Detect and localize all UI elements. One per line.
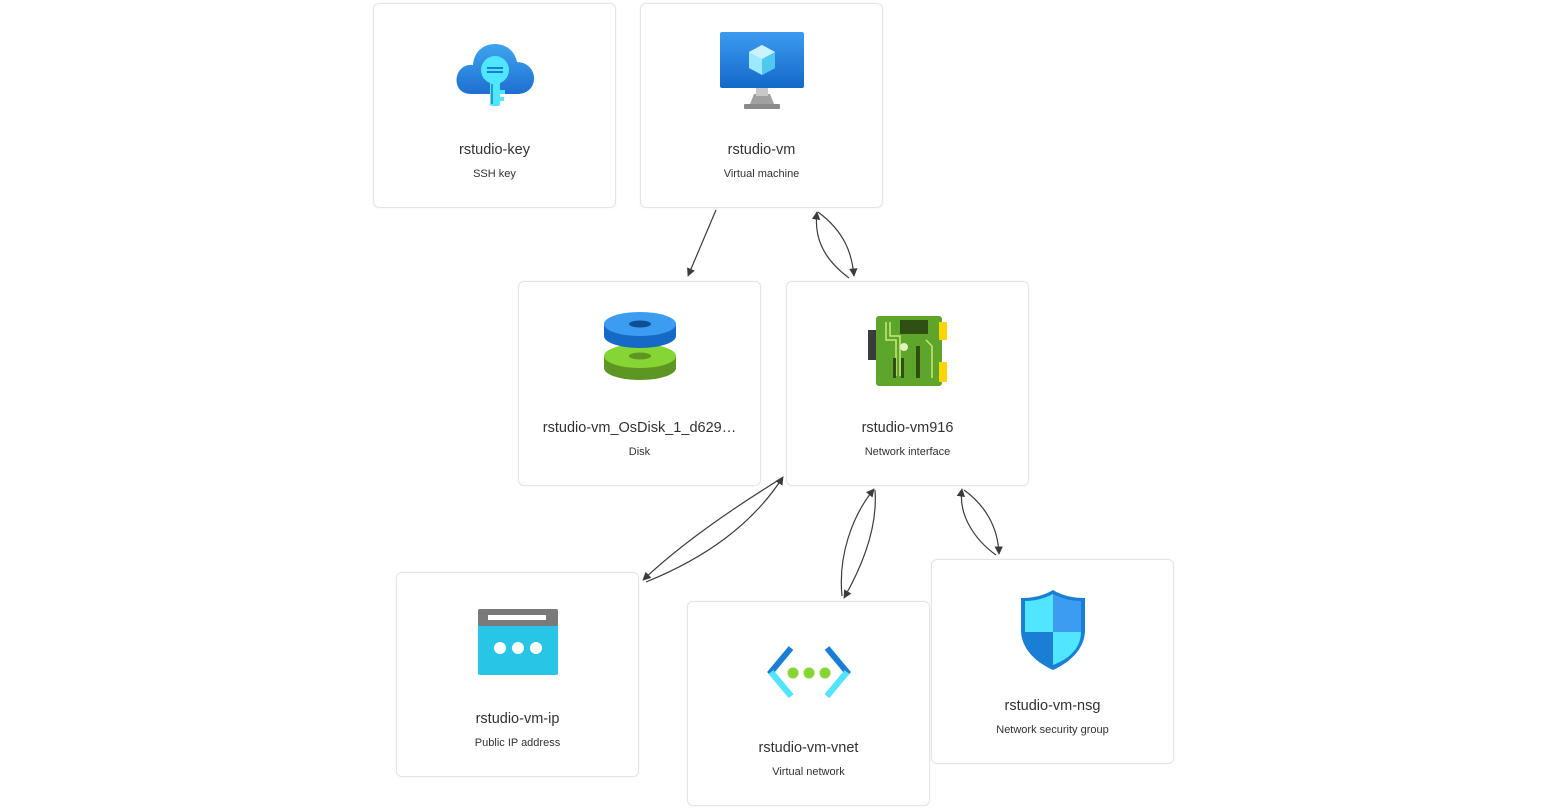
edge-nic-to-nsg <box>963 489 1003 555</box>
ssh-key-icon <box>453 32 537 116</box>
resource-card-virtual-machine[interactable]: rstudio-vm Virtual machine <box>640 3 883 208</box>
resource-card-virtual-network[interactable]: rstudio-vm-vnet Virtual network <box>687 601 930 806</box>
resource-name: rstudio-vm916 <box>861 420 954 436</box>
resource-name: rstudio-vm-vnet <box>758 740 859 756</box>
public-ip-icon <box>476 601 560 685</box>
network-security-group-icon <box>1011 588 1095 672</box>
resource-name: rstudio-vm_OsDisk_1_d629… <box>542 420 737 436</box>
resource-type: Virtual network <box>772 766 845 778</box>
edge-vm-to-nic <box>817 211 858 277</box>
resource-type: Virtual machine <box>723 168 800 180</box>
virtual-network-icon <box>766 630 851 714</box>
resource-card-ssh-key[interactable]: rstudio-key SSH key <box>373 3 616 208</box>
resource-card-public-ip[interactable]: rstudio-vm-ip Public IP address <box>396 572 639 777</box>
edge-nsg-to-nic <box>956 488 997 556</box>
resource-name: rstudio-vm-nsg <box>1004 698 1101 714</box>
edge-nic-to-vm <box>811 211 850 279</box>
virtual-machine-icon <box>719 32 804 116</box>
edge-vm-to-disk <box>687 209 717 277</box>
resource-name: rstudio-vm <box>727 142 796 158</box>
resource-type: Network interface <box>864 446 951 458</box>
edge-vnet-to-nic <box>840 488 875 597</box>
resource-card-disk[interactable]: rstudio-vm_OsDisk_1_d629… Disk <box>518 281 761 486</box>
resource-card-network-interface[interactable]: rstudio-vm916 Network interface <box>786 281 1029 486</box>
resource-type: SSH key <box>473 168 516 180</box>
edge-nic-to-vnet <box>843 489 876 599</box>
disk-icon <box>598 310 682 394</box>
resource-type: Network security group <box>996 724 1109 736</box>
resource-card-network-security-group[interactable]: rstudio-vm-nsg Network security group <box>931 559 1174 764</box>
resource-name: rstudio-vm-ip <box>475 711 560 727</box>
resource-name: rstudio-key <box>459 142 530 158</box>
network-interface-icon <box>866 310 950 394</box>
resource-type: Public IP address <box>474 737 561 749</box>
edge-public-ip-to-nic <box>645 476 784 583</box>
edge-nic-to-public-ip <box>642 477 783 581</box>
resource-type: Disk <box>628 446 651 458</box>
